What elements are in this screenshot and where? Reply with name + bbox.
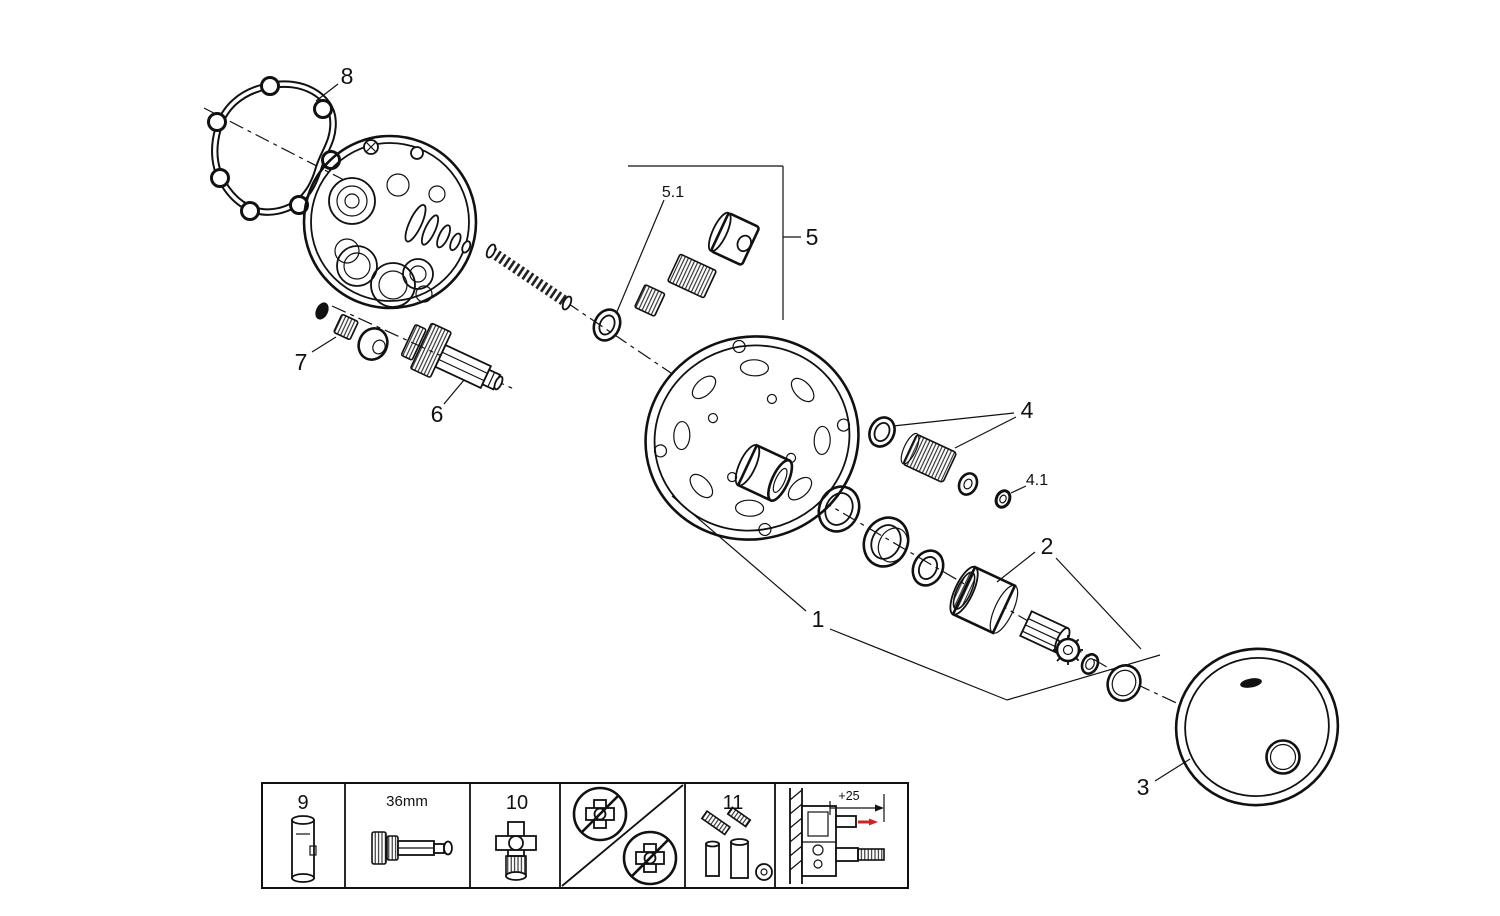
legend-label-10: 10 [506,792,528,814]
slot-opening [1240,678,1262,688]
legend-cell-installation: +25 [789,788,885,884]
callout-8: 8 [341,63,354,89]
callout-6: 6 [431,401,444,427]
spindle-extension-set-part5 [592,165,801,342]
center-boss [734,443,794,503]
gasket-seal-part8 [207,76,341,221]
callout-5-1: 5.1 [662,184,684,201]
button-opening [1265,739,1301,775]
legend-cell-warning [561,784,684,887]
sleeve-extension-chain [671,485,1161,702]
cap-sleeve [707,211,760,266]
callout-4-1: 4.1 [1026,472,1048,489]
dimension-label: +25 [838,789,859,803]
callout-5: 5 [806,224,819,250]
legend-cell-9: 9 [291,792,317,883]
cover-plate-part3 [1154,647,1340,807]
legend-table: 9 36mm 10 [261,782,909,889]
end-cap [1106,664,1142,702]
knurled-adapter-part6 [400,322,504,405]
callout-2: 2 [1041,533,1054,559]
legend-label-9: 9 [297,792,308,814]
callout-labels: 8 5 5.1 7 6 4 4.1 2 1 3 [295,63,1150,800]
callout-1: 1 [812,606,825,632]
callout-4: 4 [1021,397,1034,423]
rough-in-housing [302,134,573,311]
threaded-spindle [488,247,570,307]
legend-cell-36mm: 36mm [371,793,453,865]
threaded-sleeve [949,565,1019,635]
seal-ring-4-1 [994,489,1012,509]
legend-label-36mm: 36mm [386,793,428,810]
callout-3: 3 [1137,774,1150,800]
screw-plug-set-part7 [311,302,389,361]
claw-washer [1053,635,1083,665]
callout-7: 7 [295,349,308,375]
valve-insert-set-part4 [868,412,1027,509]
escutcheon-carrier-plate [644,335,860,541]
o-ring-5-1 [592,308,622,342]
legend-label-11: 11 [723,792,744,814]
legend-cell-10: 10 [495,792,537,881]
cartridge-spindle [404,204,472,254]
legend-cell-11: 11 [700,792,773,881]
